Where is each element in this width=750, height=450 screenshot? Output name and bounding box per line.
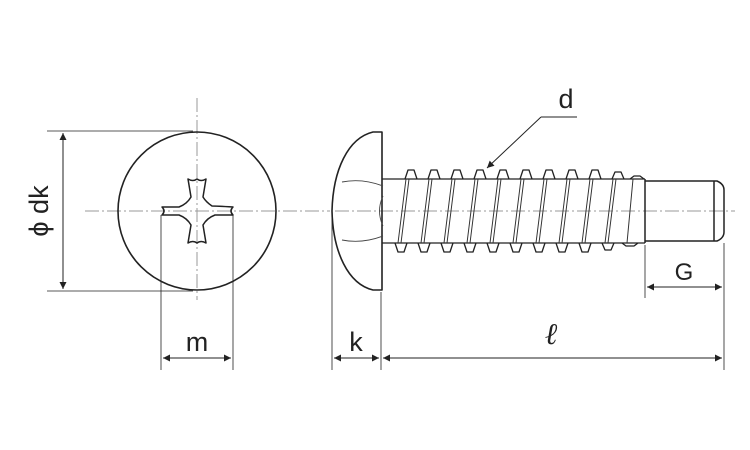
thread-flanks xyxy=(397,178,634,244)
dk-dimension: ϕ dk xyxy=(24,130,193,292)
head-recess-hidden-lines xyxy=(341,180,384,242)
k-dimension: k xyxy=(331,213,382,370)
g-dimension: G xyxy=(644,245,722,298)
d-label: d xyxy=(558,84,573,114)
m-dimension: m xyxy=(160,215,234,370)
length-label: ℓ xyxy=(545,318,558,351)
thread-crests-bottom xyxy=(394,242,639,253)
truss-head-profile xyxy=(331,131,383,291)
thread-crests-top xyxy=(404,169,645,180)
head-top-view xyxy=(85,98,330,300)
drill-point xyxy=(644,179,725,243)
phillips-recess xyxy=(161,178,234,244)
g-label: G xyxy=(675,259,694,286)
k-label: k xyxy=(349,327,363,357)
screw-side-view xyxy=(331,131,735,291)
m-label: m xyxy=(186,327,209,357)
d-leader: d xyxy=(486,84,577,169)
dk-label: ϕ dk xyxy=(24,185,54,237)
head-outline-circle xyxy=(117,131,277,291)
length-dimension: ℓ xyxy=(383,243,725,370)
d-leader-arrow xyxy=(486,116,542,169)
